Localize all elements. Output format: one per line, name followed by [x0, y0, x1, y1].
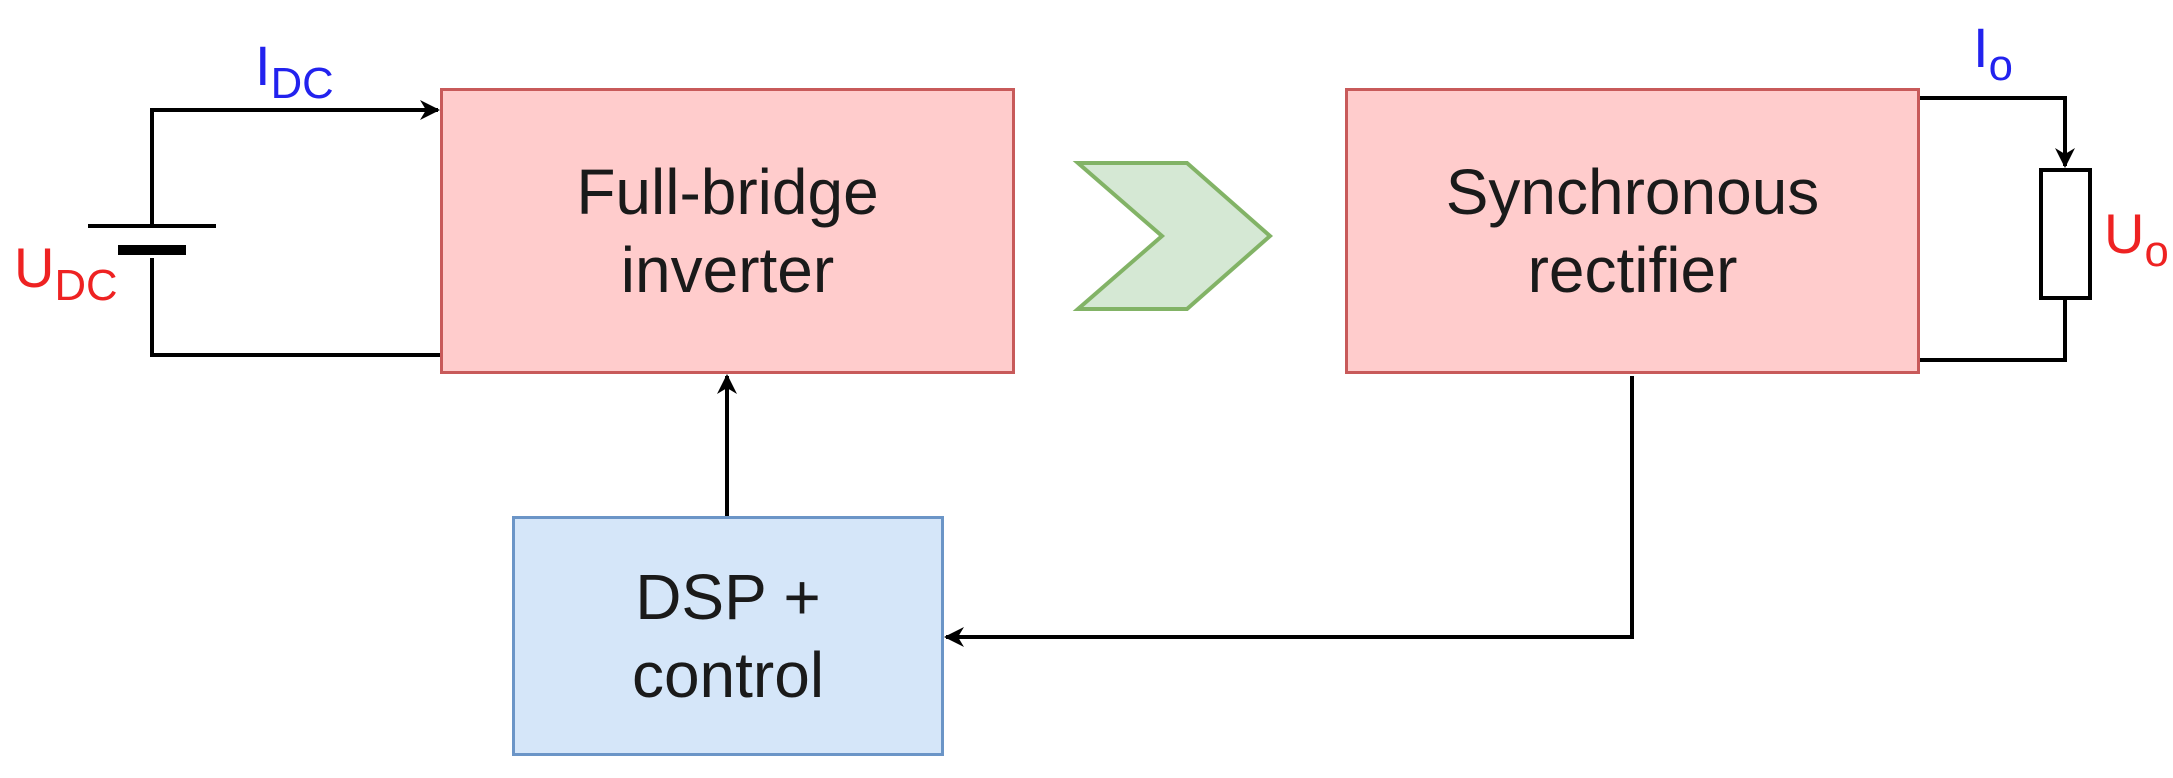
- dsp-label-line1: DSP +: [635, 560, 821, 633]
- udc-voltage-label: UDC: [14, 236, 118, 311]
- idc-current-label: IDC: [255, 34, 334, 109]
- uo-voltage-label: Uo: [2104, 202, 2169, 277]
- rectifier-label-line2: rectifier: [1527, 234, 1738, 306]
- feedback-wire: [944, 376, 1634, 647]
- inverter-label-line2: inverter: [620, 234, 835, 306]
- inverter-label-line1: Full-bridge: [576, 155, 879, 228]
- power-transfer-chevron-icon: [1072, 161, 1274, 311]
- dsp-label-line2: control: [631, 639, 825, 711]
- dc-return-wire: [150, 258, 440, 357]
- dc-input-wire: [150, 100, 440, 224]
- synchronous-rectifier-block: Synchronous rectifier: [1345, 88, 1920, 374]
- io-current-label: Io: [1973, 16, 2013, 91]
- dsp-control-block: DSP + control: [512, 516, 944, 756]
- output-return-wire: [1920, 298, 2067, 362]
- rectifier-label-line1: Synchronous: [1445, 155, 1820, 228]
- output-wire: [1920, 96, 2075, 168]
- load-resistor: [2039, 168, 2092, 300]
- full-bridge-inverter-block: Full-bridge inverter: [440, 88, 1015, 374]
